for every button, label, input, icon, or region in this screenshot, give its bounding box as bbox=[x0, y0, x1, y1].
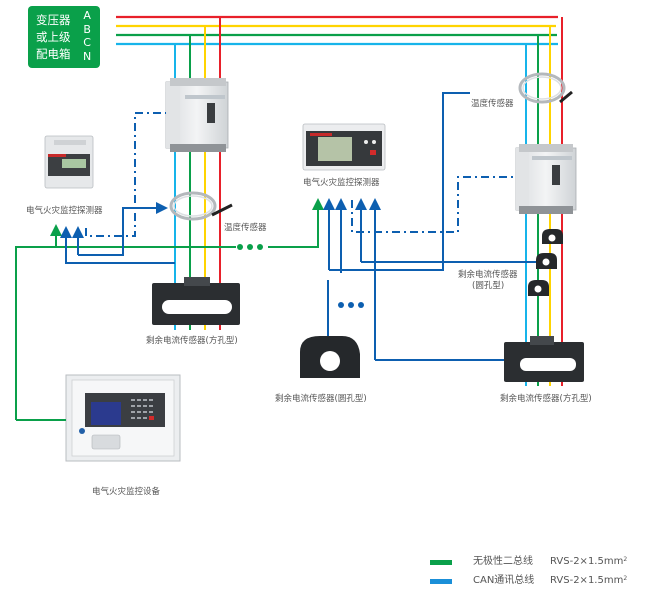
temp-sensor-right-label: 温度传感器 bbox=[471, 99, 514, 109]
power-source-box: 变压器 或上级 配电箱 A B C N bbox=[28, 6, 100, 68]
legend-spec: RVS-2×1.5mm2 bbox=[550, 555, 627, 569]
legend-spec: RVS-2×1.5mm2 bbox=[550, 574, 627, 588]
monitor-host-device bbox=[65, 374, 181, 462]
rcs-round-center-label: 剩余电流传感器(圆孔型) bbox=[275, 394, 367, 404]
breaker-signal-dashed-left bbox=[85, 112, 166, 237]
detector-left-device bbox=[44, 135, 94, 189]
legend-spec-sup: 2 bbox=[623, 575, 628, 582]
breaker-signal-dashed-right bbox=[351, 176, 514, 233]
legend-spec-sup: 2 bbox=[623, 556, 628, 563]
bus-continuation-dots bbox=[237, 244, 263, 250]
phase-labels: A B C N bbox=[83, 9, 91, 63]
detector-center-label: 电气火灾监控探测器 bbox=[303, 178, 380, 188]
detector-center-device bbox=[302, 123, 386, 171]
rcs-square-left-device bbox=[152, 277, 240, 325]
phase-c-label: C bbox=[83, 36, 91, 49]
rcs-square-right-device bbox=[504, 336, 584, 382]
legend-spec-text: RVS-2×1.5mm bbox=[550, 556, 624, 567]
detector-left-label: 电气火灾监控探测器 bbox=[26, 206, 103, 216]
rcs-square-right-label: 剩余电流传感器(方孔型) bbox=[500, 394, 592, 404]
legend-spec-text: RVS-2×1.5mm bbox=[550, 575, 624, 586]
phase-n-label: N bbox=[83, 49, 92, 63]
rcs-round-right-label-2: (圆孔型) bbox=[472, 281, 505, 291]
temperature-sensor-right bbox=[518, 72, 573, 104]
signal-wires-left bbox=[60, 202, 175, 264]
circuit-breaker-right bbox=[515, 144, 577, 214]
phase-b-label: B bbox=[83, 22, 91, 36]
power-source-label: 变压器 或上级 配电箱 bbox=[36, 12, 71, 63]
phase-a-label: A bbox=[83, 9, 91, 22]
legend-name: CAN通讯总线 bbox=[473, 575, 535, 586]
monitor-host-label: 电气火灾监控设备 bbox=[92, 487, 161, 497]
rcs-round-right-devices bbox=[528, 229, 563, 296]
source-line-3: 配电箱 bbox=[36, 47, 71, 61]
legend-swatch-two-wire bbox=[430, 560, 452, 565]
legend-swatch-can bbox=[430, 579, 452, 584]
circuit-breaker-left bbox=[165, 78, 229, 152]
temperature-sensor-left bbox=[169, 191, 233, 221]
rcs-round-right-label-1: 剩余电流传感器 bbox=[458, 270, 518, 280]
legend-name: 无极性二总线 bbox=[473, 556, 533, 567]
source-line-2: 或上级 bbox=[36, 30, 71, 44]
rcs-square-left-label: 剩余电流传感器(方孔型) bbox=[146, 336, 238, 346]
temp-sensor-left-label: 温度传感器 bbox=[224, 223, 267, 233]
can-continuation-dots bbox=[338, 302, 364, 308]
rcs-round-center-device bbox=[300, 336, 360, 378]
source-line-1: 变压器 bbox=[36, 13, 71, 27]
two-wire-bus bbox=[15, 198, 324, 421]
busbars bbox=[116, 15, 558, 46]
